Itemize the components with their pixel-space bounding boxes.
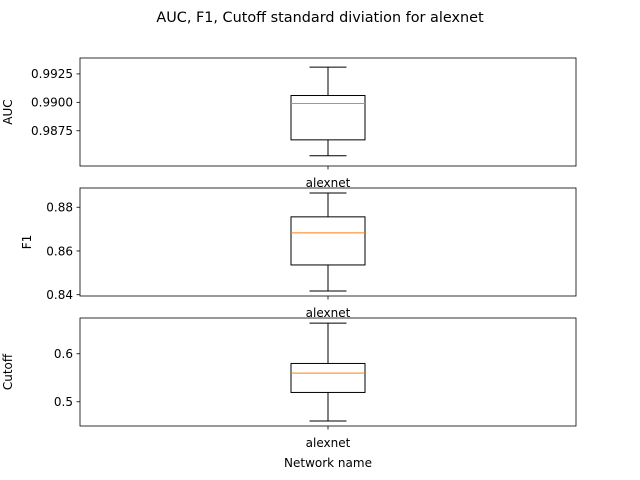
y-tick-label: 0.9925 xyxy=(31,67,73,81)
y-tick-label: 0.6 xyxy=(54,347,73,361)
y-tick-label: 0.9875 xyxy=(31,124,73,138)
iqr-box xyxy=(290,216,366,266)
y-tick-label: 0.86 xyxy=(46,244,73,258)
x-tick-label: alexnet xyxy=(306,176,351,190)
figure-title: AUC, F1, Cutoff standard diviation for a… xyxy=(156,10,484,26)
x-tick-label: alexnet xyxy=(306,306,351,320)
y-axis-label: F1 xyxy=(20,235,34,250)
y-tick-label: 0.84 xyxy=(46,288,73,302)
y-axis-label: AUC xyxy=(1,99,15,124)
iqr-box xyxy=(290,95,366,141)
x-tick-label: alexnet xyxy=(306,436,351,450)
y-tick-label: 0.5 xyxy=(54,395,73,409)
y-axis-label: Cutoff xyxy=(1,353,15,390)
y-tick-label: 0.88 xyxy=(46,201,73,215)
iqr-box xyxy=(290,362,366,393)
y-tick-label: 0.9900 xyxy=(31,96,73,110)
x-axis-label: Network name xyxy=(284,456,372,470)
